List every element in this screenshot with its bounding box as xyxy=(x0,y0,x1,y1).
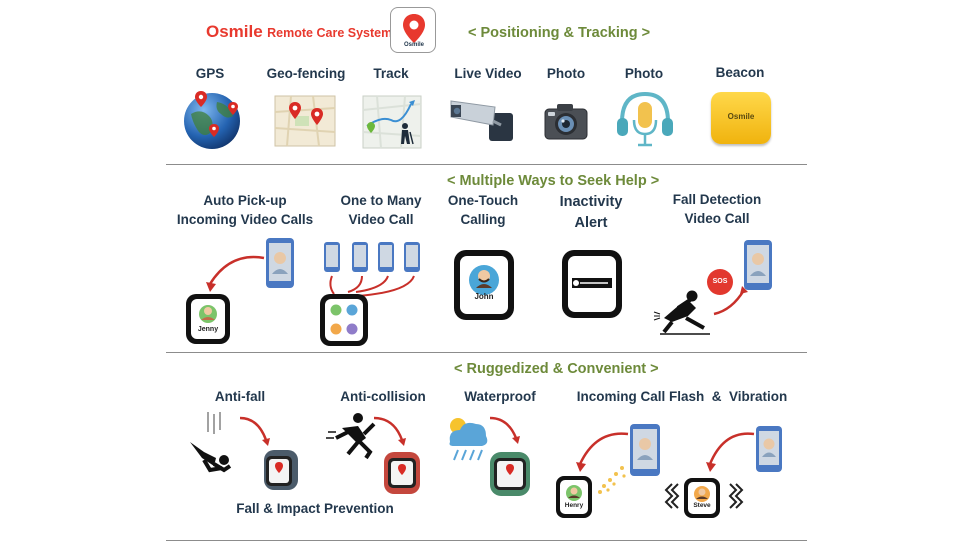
osmile-logo: Osmile xyxy=(390,7,436,53)
label-anti-collision: Anti-collision xyxy=(340,389,426,404)
label-gps: GPS xyxy=(195,66,225,81)
watch-name-henry: Henry xyxy=(564,502,584,509)
track-map-icon xyxy=(362,95,422,149)
logo-text: Osmile xyxy=(403,42,424,48)
label-fall-detection-line2: Video Call xyxy=(684,211,750,226)
vibration-right-icon xyxy=(728,483,744,509)
auto-pickup-illustration xyxy=(186,238,294,344)
label-one-touch-line2: Calling xyxy=(460,212,506,227)
label-one-to-many-line1: One to Many xyxy=(340,193,422,208)
divider-3 xyxy=(166,540,807,541)
label-geofencing: Geo-fencing xyxy=(266,66,346,81)
label-auto-pickup-line1: Auto Pick-up xyxy=(203,193,287,208)
rugged-watch-red-icon xyxy=(384,452,420,494)
brand-name: Osmile xyxy=(206,22,263,41)
inactivity-watch-illustration xyxy=(562,250,622,318)
globe-icon xyxy=(184,91,240,149)
camera-icon xyxy=(544,104,588,140)
label-one-touch: One-Touch Calling xyxy=(440,191,526,229)
waterproof-illustration xyxy=(449,416,530,496)
label-waterproof: Waterproof xyxy=(464,389,536,404)
beacon-label: Osmile xyxy=(727,112,755,121)
rugged-watch-green-icon xyxy=(490,452,530,496)
brand-title: Osmile Remote Care System xyxy=(206,22,392,42)
map-pin-icon xyxy=(403,14,425,43)
label-flash-vibration: Incoming Call Flash & Vibration xyxy=(576,389,788,404)
label-one-to-many-line2: Video Call xyxy=(348,212,414,227)
anti-collision-illustration xyxy=(326,413,420,494)
headset-microphone-icon xyxy=(617,91,673,147)
falling-person-icon xyxy=(653,290,710,335)
label-live-video: Live Video xyxy=(454,66,522,81)
smartphone-icon xyxy=(744,240,772,290)
label-one-to-many: One to Many Video Call xyxy=(326,191,436,229)
geofence-map-icon xyxy=(274,95,336,147)
watch-name-jenny: Jenny xyxy=(197,326,219,333)
label-fall-impact: Fall & Impact Prevention xyxy=(236,501,394,516)
anti-fall-illustration xyxy=(190,412,298,490)
label-inactivity-line1: Inactivity xyxy=(559,194,623,210)
label-auto-pickup-line2: Incoming Video Calls xyxy=(176,212,314,227)
smartphone-icon xyxy=(756,426,782,472)
vibration-left-icon xyxy=(664,483,680,509)
label-one-touch-line1: One-Touch xyxy=(447,193,519,208)
beacon-device: Osmile xyxy=(711,92,771,144)
section-help: < Multiple Ways to Seek Help > xyxy=(447,173,660,189)
flash-sparkle-icon xyxy=(598,466,626,494)
smartphone-group-icon xyxy=(324,242,420,272)
one-touch-watch-illustration xyxy=(454,250,514,320)
rain-cloud-icon xyxy=(449,418,488,461)
incoming-call-flash-illustration xyxy=(556,424,660,518)
brand-suffix: Remote Care System xyxy=(267,26,393,40)
sos-badge-icon xyxy=(707,269,733,295)
divider-2 xyxy=(166,352,807,353)
watch-name-john: John xyxy=(474,292,494,301)
section-positioning: < Positioning & Tracking > xyxy=(468,25,651,41)
label-fall-detection: Fall Detection Video Call xyxy=(664,190,770,228)
smartwatch-icon xyxy=(320,294,368,346)
label-beacon: Beacon xyxy=(715,65,765,80)
label-inactivity-line2: Alert xyxy=(574,215,608,231)
section-rugged: < Ruggedized & Convenient > xyxy=(454,361,659,377)
divider-1 xyxy=(166,164,807,165)
watch-name-steve: Steve xyxy=(693,502,711,509)
label-auto-pickup: Auto Pick-up Incoming Video Calls xyxy=(170,191,320,229)
running-person-icon xyxy=(326,413,376,460)
label-fall-detection-line1: Fall Detection xyxy=(672,192,762,207)
sos-text: SOS xyxy=(712,278,728,285)
label-track: Track xyxy=(373,66,409,81)
smartwatch-icon xyxy=(186,294,230,344)
smartphone-icon xyxy=(630,424,660,476)
security-camera-icon xyxy=(450,100,513,141)
fall-detection-illustration xyxy=(653,240,772,335)
one-to-many-illustration xyxy=(320,242,420,346)
smartphone-icon xyxy=(266,238,294,288)
label-anti-fall: Anti-fall xyxy=(214,389,266,404)
smartwatch-icon xyxy=(556,476,592,518)
label-inactivity: Inactivity Alert xyxy=(548,192,634,234)
label-photo: Photo xyxy=(546,66,586,81)
falling-person-icon xyxy=(190,412,232,473)
rugged-watch-icon xyxy=(264,450,298,490)
vibration-illustration xyxy=(664,426,782,518)
label-photo-2: Photo xyxy=(624,66,664,81)
smartwatch-icon xyxy=(684,478,720,518)
